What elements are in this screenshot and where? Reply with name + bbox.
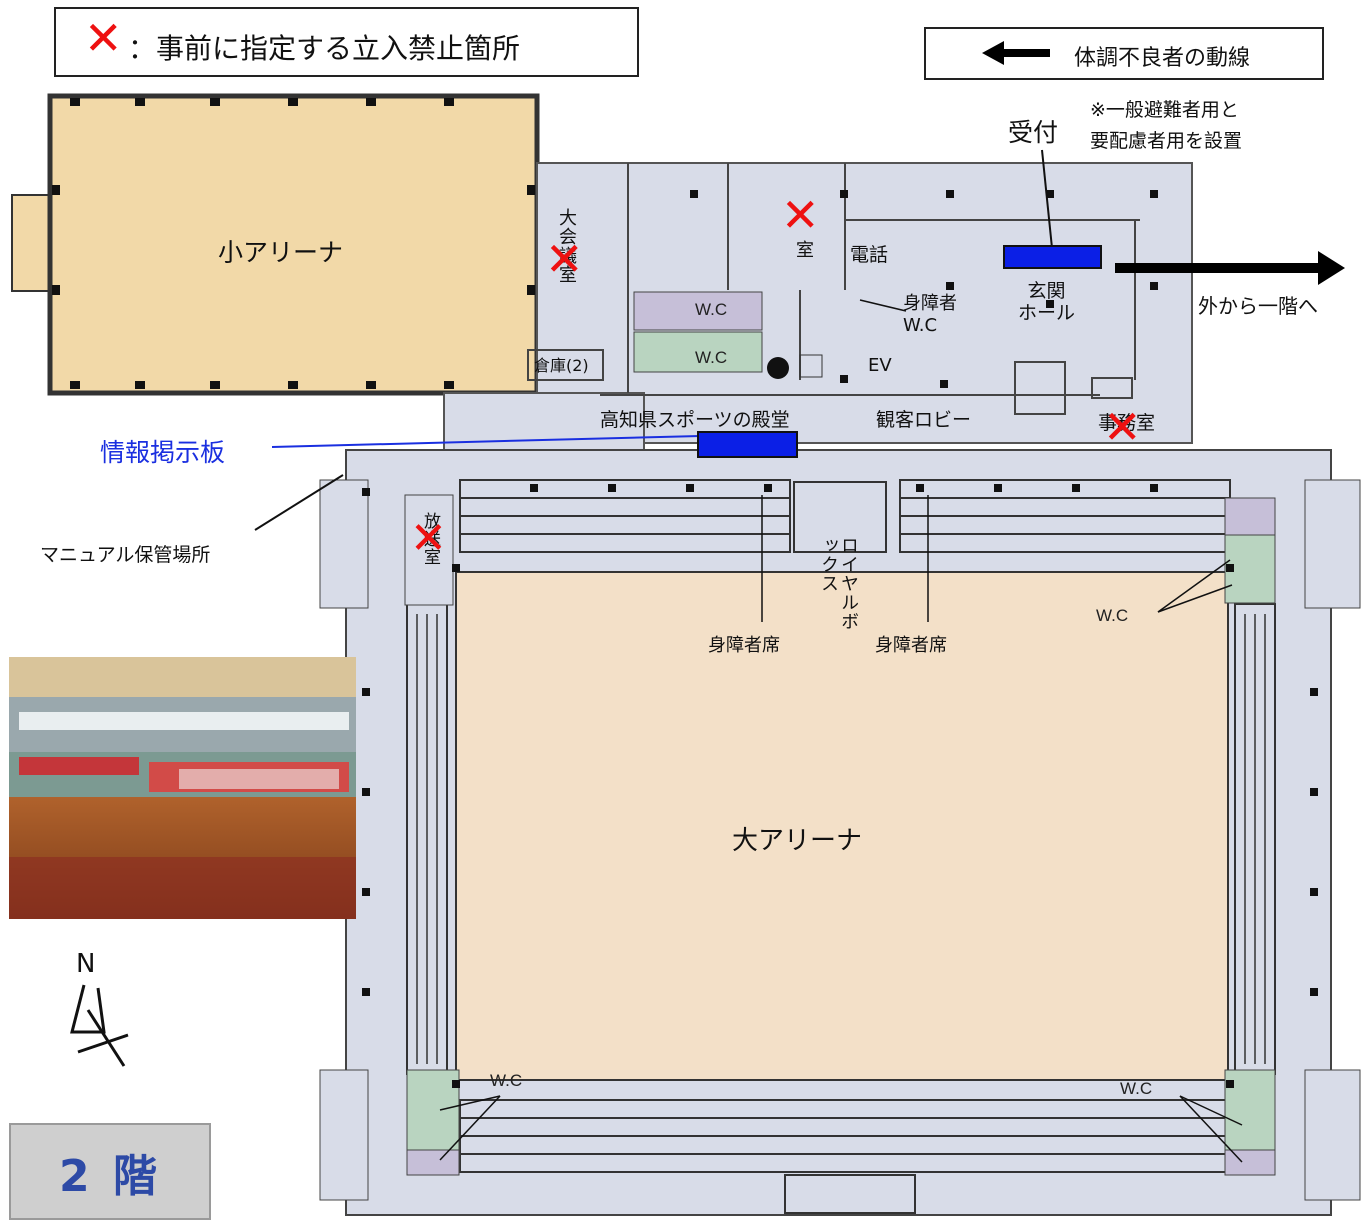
wc-label-upper: W.C bbox=[695, 300, 728, 319]
info-board-label: 情報掲示板 bbox=[100, 438, 226, 467]
small-arena-label: 小アリーナ bbox=[218, 238, 344, 267]
restricted-legend: ✕ ：事前に指定する立入禁止箇所 bbox=[54, 7, 639, 77]
accessible-seats-left: 身障者席 bbox=[708, 635, 780, 656]
storage-label: 倉庫(2) bbox=[534, 356, 589, 375]
broadcast-room-label: 放送室 bbox=[420, 512, 440, 566]
from-outside-label: 外から一階へ bbox=[1198, 294, 1318, 318]
restricted-x-icon-room: ✕ bbox=[781, 188, 820, 242]
reception-note-2: 要配慮者用を設置 bbox=[1090, 130, 1243, 152]
office-label: 事務室 bbox=[1098, 412, 1156, 434]
restricted-legend-text: ：事前に指定する立入禁止箇所 bbox=[128, 32, 521, 65]
restricted-legend-x-icon: ✕ bbox=[84, 11, 123, 65]
wc-label-se: W.C bbox=[1120, 1079, 1153, 1098]
left-arrow-icon bbox=[982, 41, 1050, 65]
floor-badge: 2 階 bbox=[9, 1123, 211, 1220]
royal-box-label: ロイヤルボックス bbox=[818, 536, 859, 631]
wc-label-lower: W.C bbox=[695, 348, 728, 367]
route-legend-text: 体調不良者の動線 bbox=[1074, 46, 1251, 71]
phone-label: 電話 bbox=[850, 244, 889, 266]
restricted-x-icon-broadcast: ✕ bbox=[410, 513, 447, 564]
meeting-room-label: 大会議室 bbox=[556, 208, 577, 284]
route-legend: 体調不良者の動線 bbox=[924, 27, 1324, 80]
wc-label-ne: W.C bbox=[1096, 606, 1129, 625]
accessible-seats-right: 身障者席 bbox=[875, 635, 947, 656]
elevator-label: EV bbox=[868, 355, 892, 376]
arena-photo bbox=[9, 657, 356, 919]
floor-label: 2 階 bbox=[59, 1150, 161, 1202]
north-arrow-icon: N bbox=[70, 949, 129, 1067]
restricted-x-icon-office: ✕ bbox=[1103, 400, 1142, 454]
hall-of-fame-label: 高知県スポーツの殿堂 bbox=[600, 409, 790, 431]
big-arena-label: 大アリーナ bbox=[732, 826, 863, 856]
info-board-marker bbox=[697, 431, 798, 458]
manual-storage-label: マニュアル保管場所 bbox=[40, 544, 211, 566]
reception-label: 受付 bbox=[1008, 118, 1059, 147]
accessible-wc-label: 身障者 W.C bbox=[903, 293, 957, 336]
restricted-x-icon-meeting: ✕ bbox=[545, 232, 584, 286]
wc-label-sw: W.C bbox=[490, 1071, 523, 1090]
room-top-label: 室 bbox=[793, 240, 814, 259]
north-label: N bbox=[76, 949, 95, 979]
lobby-label: 観客ロビー bbox=[876, 409, 972, 431]
reception-note-1: ※一般避難者用と bbox=[1090, 99, 1239, 121]
entrance-hall-label: 玄関 ホール bbox=[1018, 280, 1076, 324]
reception-marker bbox=[1003, 245, 1102, 269]
